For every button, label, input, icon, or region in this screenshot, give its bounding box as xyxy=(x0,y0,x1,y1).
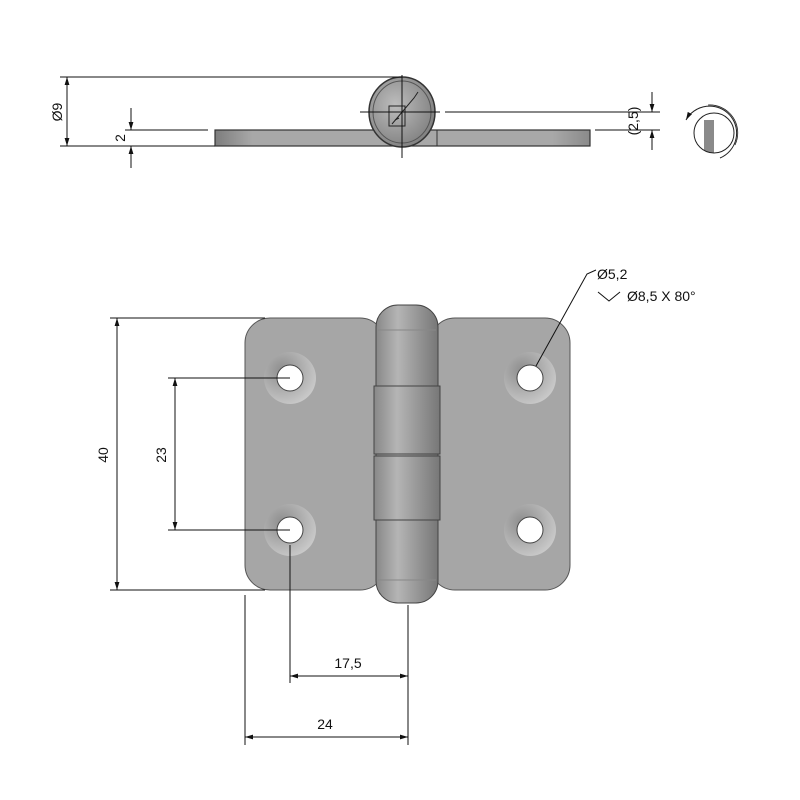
mounting-hole-bottom-right xyxy=(504,504,556,556)
rotation-icon xyxy=(685,104,739,159)
countersink-label: Ø8,5 X 80° xyxy=(627,288,696,304)
countersink-icon xyxy=(597,291,621,302)
hole-spacing-23-label: 23 xyxy=(153,447,169,463)
mounting-hole-top-right xyxy=(504,352,556,404)
leaf-width-24-label: 24 xyxy=(317,716,333,732)
height-40-label: 40 xyxy=(95,447,111,463)
pin-symbol-icon xyxy=(388,91,419,127)
front-view: 40 23 17,5 24 Ø5,2 Ø8,5 X 80° xyxy=(95,266,696,745)
top-view: Ø9 2 (2,5) xyxy=(49,75,739,168)
offset-2-5-label: (2,5) xyxy=(625,107,641,136)
right-leaf xyxy=(429,317,571,591)
knuckle xyxy=(373,304,441,604)
diameter-9-label: Ø9 xyxy=(49,102,65,121)
hole-to-axis-17-5-label: 17,5 xyxy=(334,655,361,671)
hole-diameter-label: Ø5,2 xyxy=(597,266,628,282)
left-leaf xyxy=(244,317,386,591)
thickness-2-label: 2 xyxy=(112,134,128,142)
